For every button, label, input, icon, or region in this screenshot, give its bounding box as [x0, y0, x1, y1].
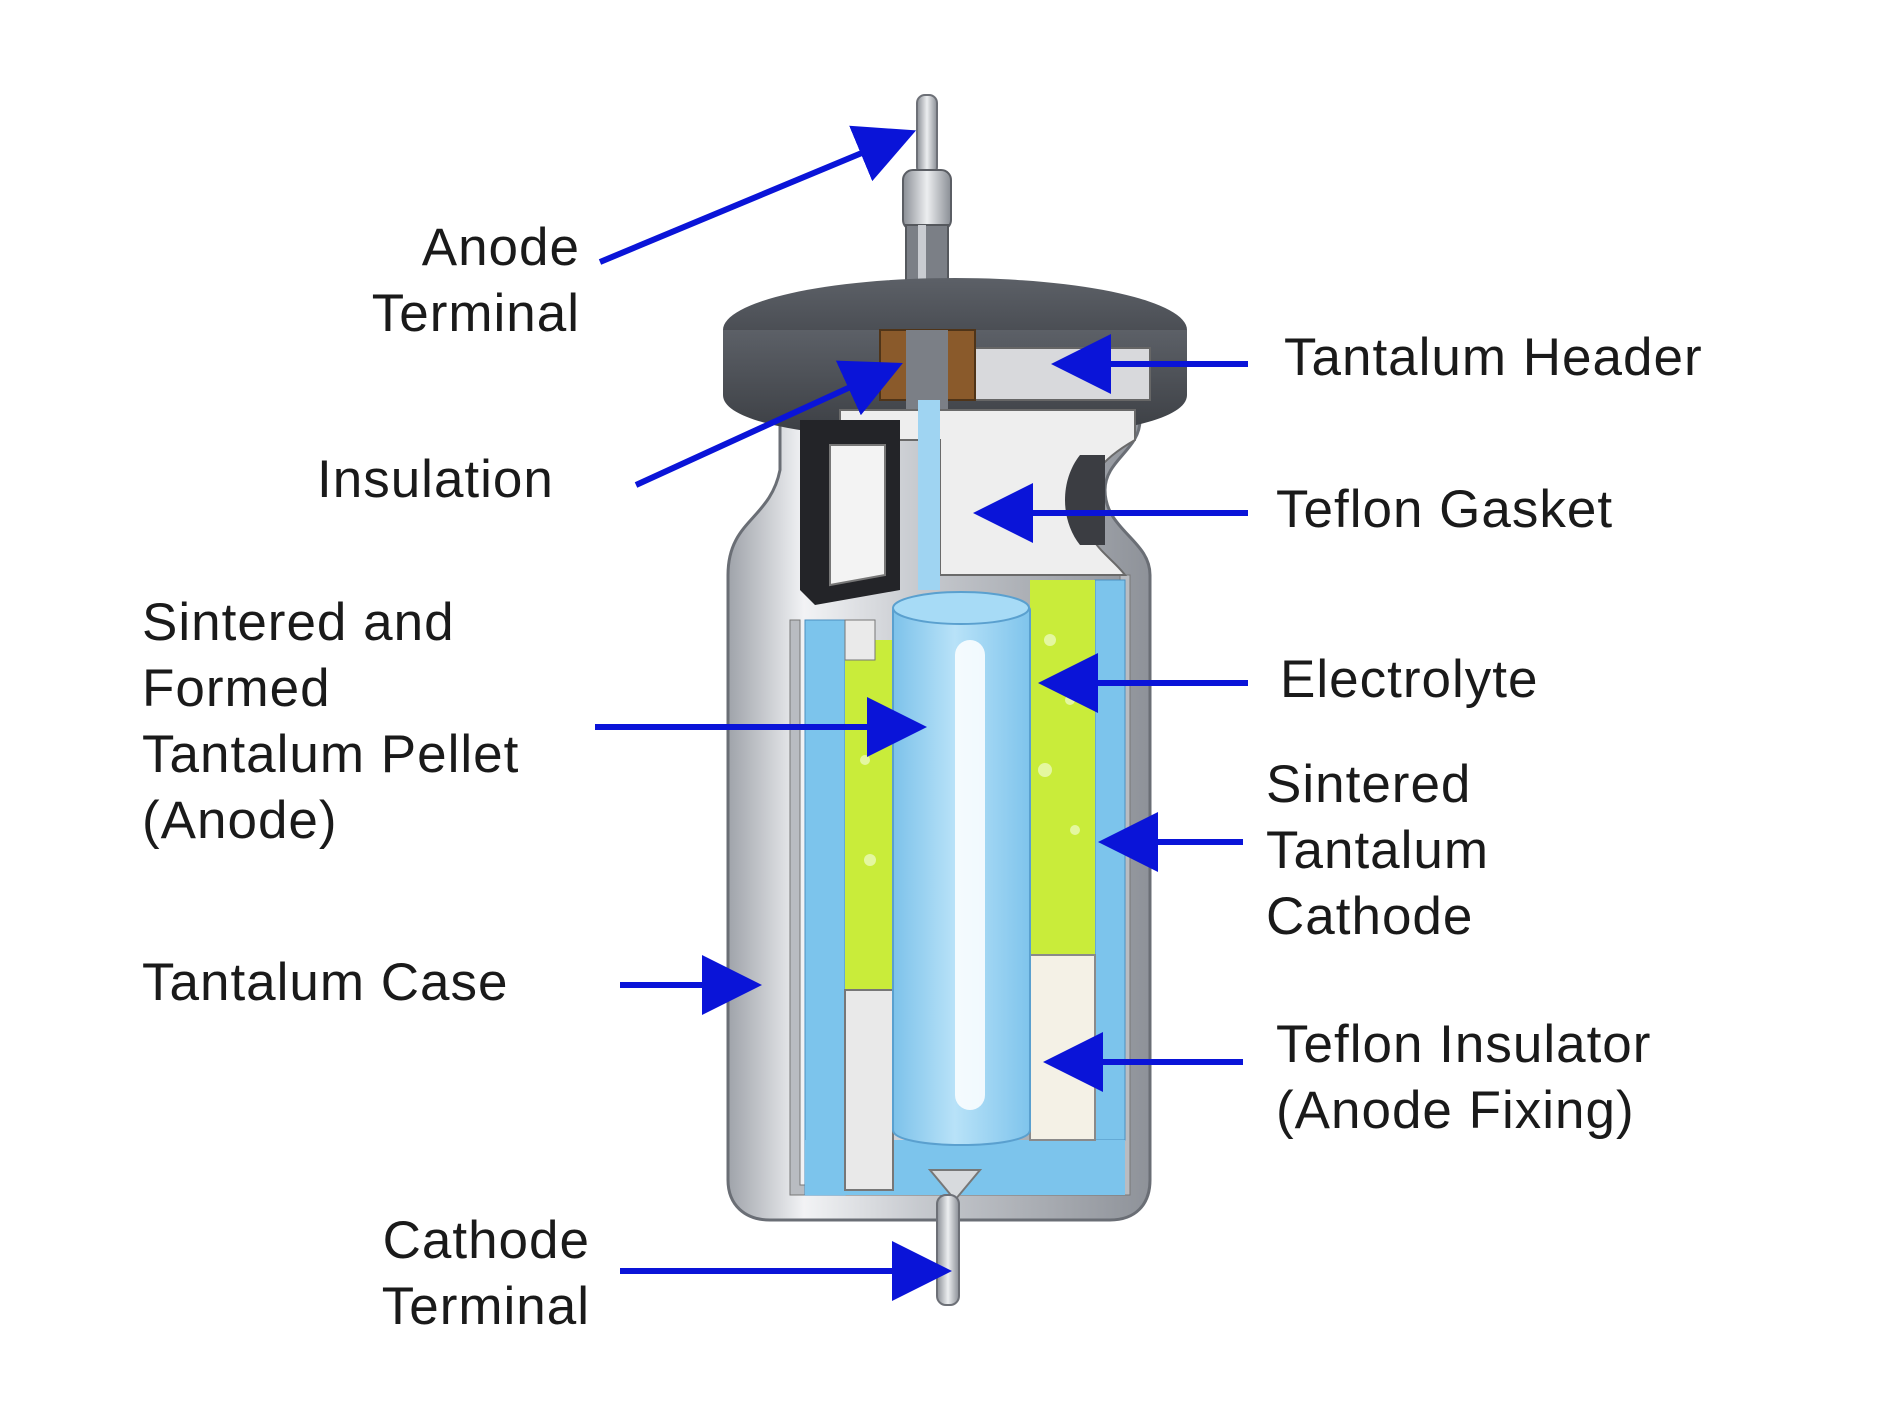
label-line: Formed — [142, 659, 331, 718]
callout-arrows — [595, 125, 1248, 1301]
teflon-insulator — [1029, 954, 1096, 1141]
label-line: Sintered and — [142, 593, 455, 652]
label-anode-terminal: Anode Terminal — [300, 215, 580, 347]
label-line: Terminal — [381, 1277, 590, 1336]
label-line: Cathode — [1266, 887, 1474, 946]
label-line: Tantalum Header — [1284, 328, 1703, 387]
arrow-anode-terminal — [598, 125, 917, 265]
label-line: (Anode) — [142, 791, 338, 850]
label-line: Cathode — [382, 1211, 590, 1270]
tantalum-pellet — [892, 591, 1031, 1146]
label-header: Tantalum Header — [1284, 325, 1703, 391]
insulation-ring — [879, 329, 976, 410]
label-line: Teflon Gasket — [1276, 480, 1614, 539]
label-line: Insulation — [317, 450, 554, 509]
inner-step — [844, 619, 894, 1191]
label-cathode-terminal: Cathode Terminal — [300, 1208, 590, 1340]
label-line: Tantalum Case — [142, 953, 509, 1012]
label-line: (Anode Fixing) — [1276, 1081, 1635, 1140]
label-gasket: Teflon Gasket — [1276, 477, 1613, 543]
label-sintered-cathode: Sintered Tantalum Cathode — [1266, 752, 1489, 950]
label-insulation: Insulation — [317, 447, 554, 513]
label-line: Tantalum — [1266, 821, 1490, 880]
label-pellet: Sintered and Formed Tantalum Pellet (Ano… — [142, 590, 519, 854]
label-electrolyte: Electrolyte — [1280, 647, 1538, 713]
label-line: Anode — [421, 218, 580, 277]
teflon-gasket — [800, 400, 1136, 605]
label-line: Tantalum Pellet — [142, 725, 520, 784]
label-line: Terminal — [371, 284, 580, 343]
arrow-insulation — [634, 360, 903, 488]
label-case: Tantalum Case — [142, 950, 509, 1016]
label-teflon-insulator: Teflon Insulator (Anode Fixing) — [1276, 1012, 1651, 1144]
label-line: Sintered — [1266, 755, 1472, 814]
label-line: Teflon Insulator — [1276, 1015, 1652, 1074]
label-line: Electrolyte — [1280, 650, 1539, 709]
